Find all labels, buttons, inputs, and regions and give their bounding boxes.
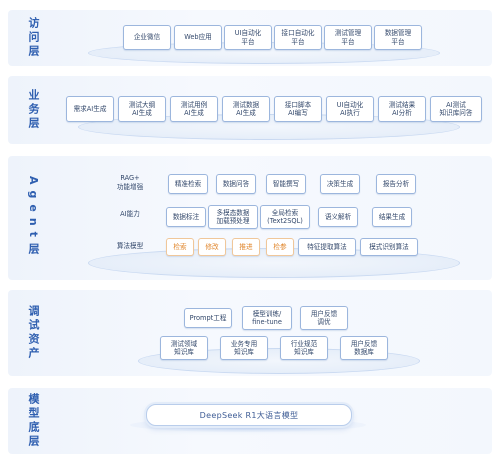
- business-layer-title: 业务层: [27, 89, 40, 131]
- assets-item: 用户反馈 调优: [300, 306, 348, 330]
- access-item: 数据管理 平台: [374, 25, 422, 50]
- agent-algo-item: 检参: [266, 238, 294, 256]
- access-item: 企业微信: [123, 25, 171, 50]
- access-item: Web应用: [174, 25, 222, 50]
- business-layer: 业务层 需求AI生成 测试大纲 AI生成 测试用例 AI生成 测试数据 AI生成…: [8, 76, 492, 144]
- assets-item: 行业规范 知识库: [280, 336, 328, 360]
- agent-ai-item: 数据标注: [166, 207, 206, 227]
- agent-rag-item: 智能撰写: [266, 174, 306, 194]
- assets-item: 测试领域 知识库: [160, 336, 208, 360]
- agent-algo-item: 修改: [198, 238, 226, 256]
- agent-layer-title: Agent层: [27, 176, 40, 260]
- agent-rag-item: 精准检索: [168, 174, 208, 194]
- access-item: UI自动化 平台: [224, 25, 272, 50]
- model-name-bar: DeepSeek R1大语言模型: [146, 404, 352, 426]
- assets-item: 用户反馈 数据库: [340, 336, 388, 360]
- model-layer-title: 模型底层: [27, 393, 40, 449]
- agent-ai-item: 结果生成: [372, 207, 412, 227]
- assets-item: 业务专用 知识库: [220, 336, 268, 360]
- business-item: UI自动化 AI执行: [326, 96, 374, 122]
- assets-item: 模型训练/ fine-tune: [242, 306, 292, 330]
- assets-layer-title: 调试资产: [27, 305, 40, 361]
- business-item: 接口脚本 AI编写: [274, 96, 322, 122]
- business-item: 测试用例 AI生成: [170, 96, 218, 122]
- agent-row-label-algo: 算法模型: [116, 242, 144, 250]
- agent-rag-item: 数据问答: [216, 174, 256, 194]
- access-layer: 访问层 企业微信 Web应用 UI自动化 平台 接口自动化 平台 测试管理 平台…: [8, 10, 492, 66]
- business-item: AI测试 知识库问答: [430, 96, 482, 122]
- agent-algo-item: 特征提取算法: [298, 238, 356, 256]
- agent-row-label-rag: RAG+ 功能增强: [116, 174, 144, 191]
- agent-rag-item: 决策生成: [320, 174, 360, 194]
- agent-algo-item: 推进: [232, 238, 260, 256]
- agent-ai-item: 多模态数据 加载预处理: [208, 205, 258, 229]
- access-layer-title: 访问层: [27, 17, 40, 59]
- assets-layer: 调试资产 Prompt工程 模型训练/ fine-tune 用户反馈 调优 测试…: [8, 290, 492, 376]
- access-item: 接口自动化 平台: [274, 25, 322, 50]
- assets-item: Prompt工程: [184, 308, 232, 328]
- business-item: 测试数据 AI生成: [222, 96, 270, 122]
- agent-rag-item: 报告分析: [376, 174, 416, 194]
- agent-ai-item: 语义解析: [318, 207, 358, 227]
- business-item: 测试结果 AI分析: [378, 96, 426, 122]
- agent-layer: Agent层 RAG+ 功能增强 精准检索 数据问答 智能撰写 决策生成 报告分…: [8, 156, 492, 280]
- agent-row-label-ai: AI能力: [120, 210, 140, 218]
- business-item: 测试大纲 AI生成: [118, 96, 166, 122]
- agent-ai-item: 全局检索 (Text2SQL): [260, 205, 310, 229]
- agent-algo-item: 模式识别算法: [360, 238, 418, 256]
- business-item: 需求AI生成: [66, 96, 114, 122]
- agent-algo-item: 检索: [166, 238, 194, 256]
- access-item: 测试管理 平台: [324, 25, 372, 50]
